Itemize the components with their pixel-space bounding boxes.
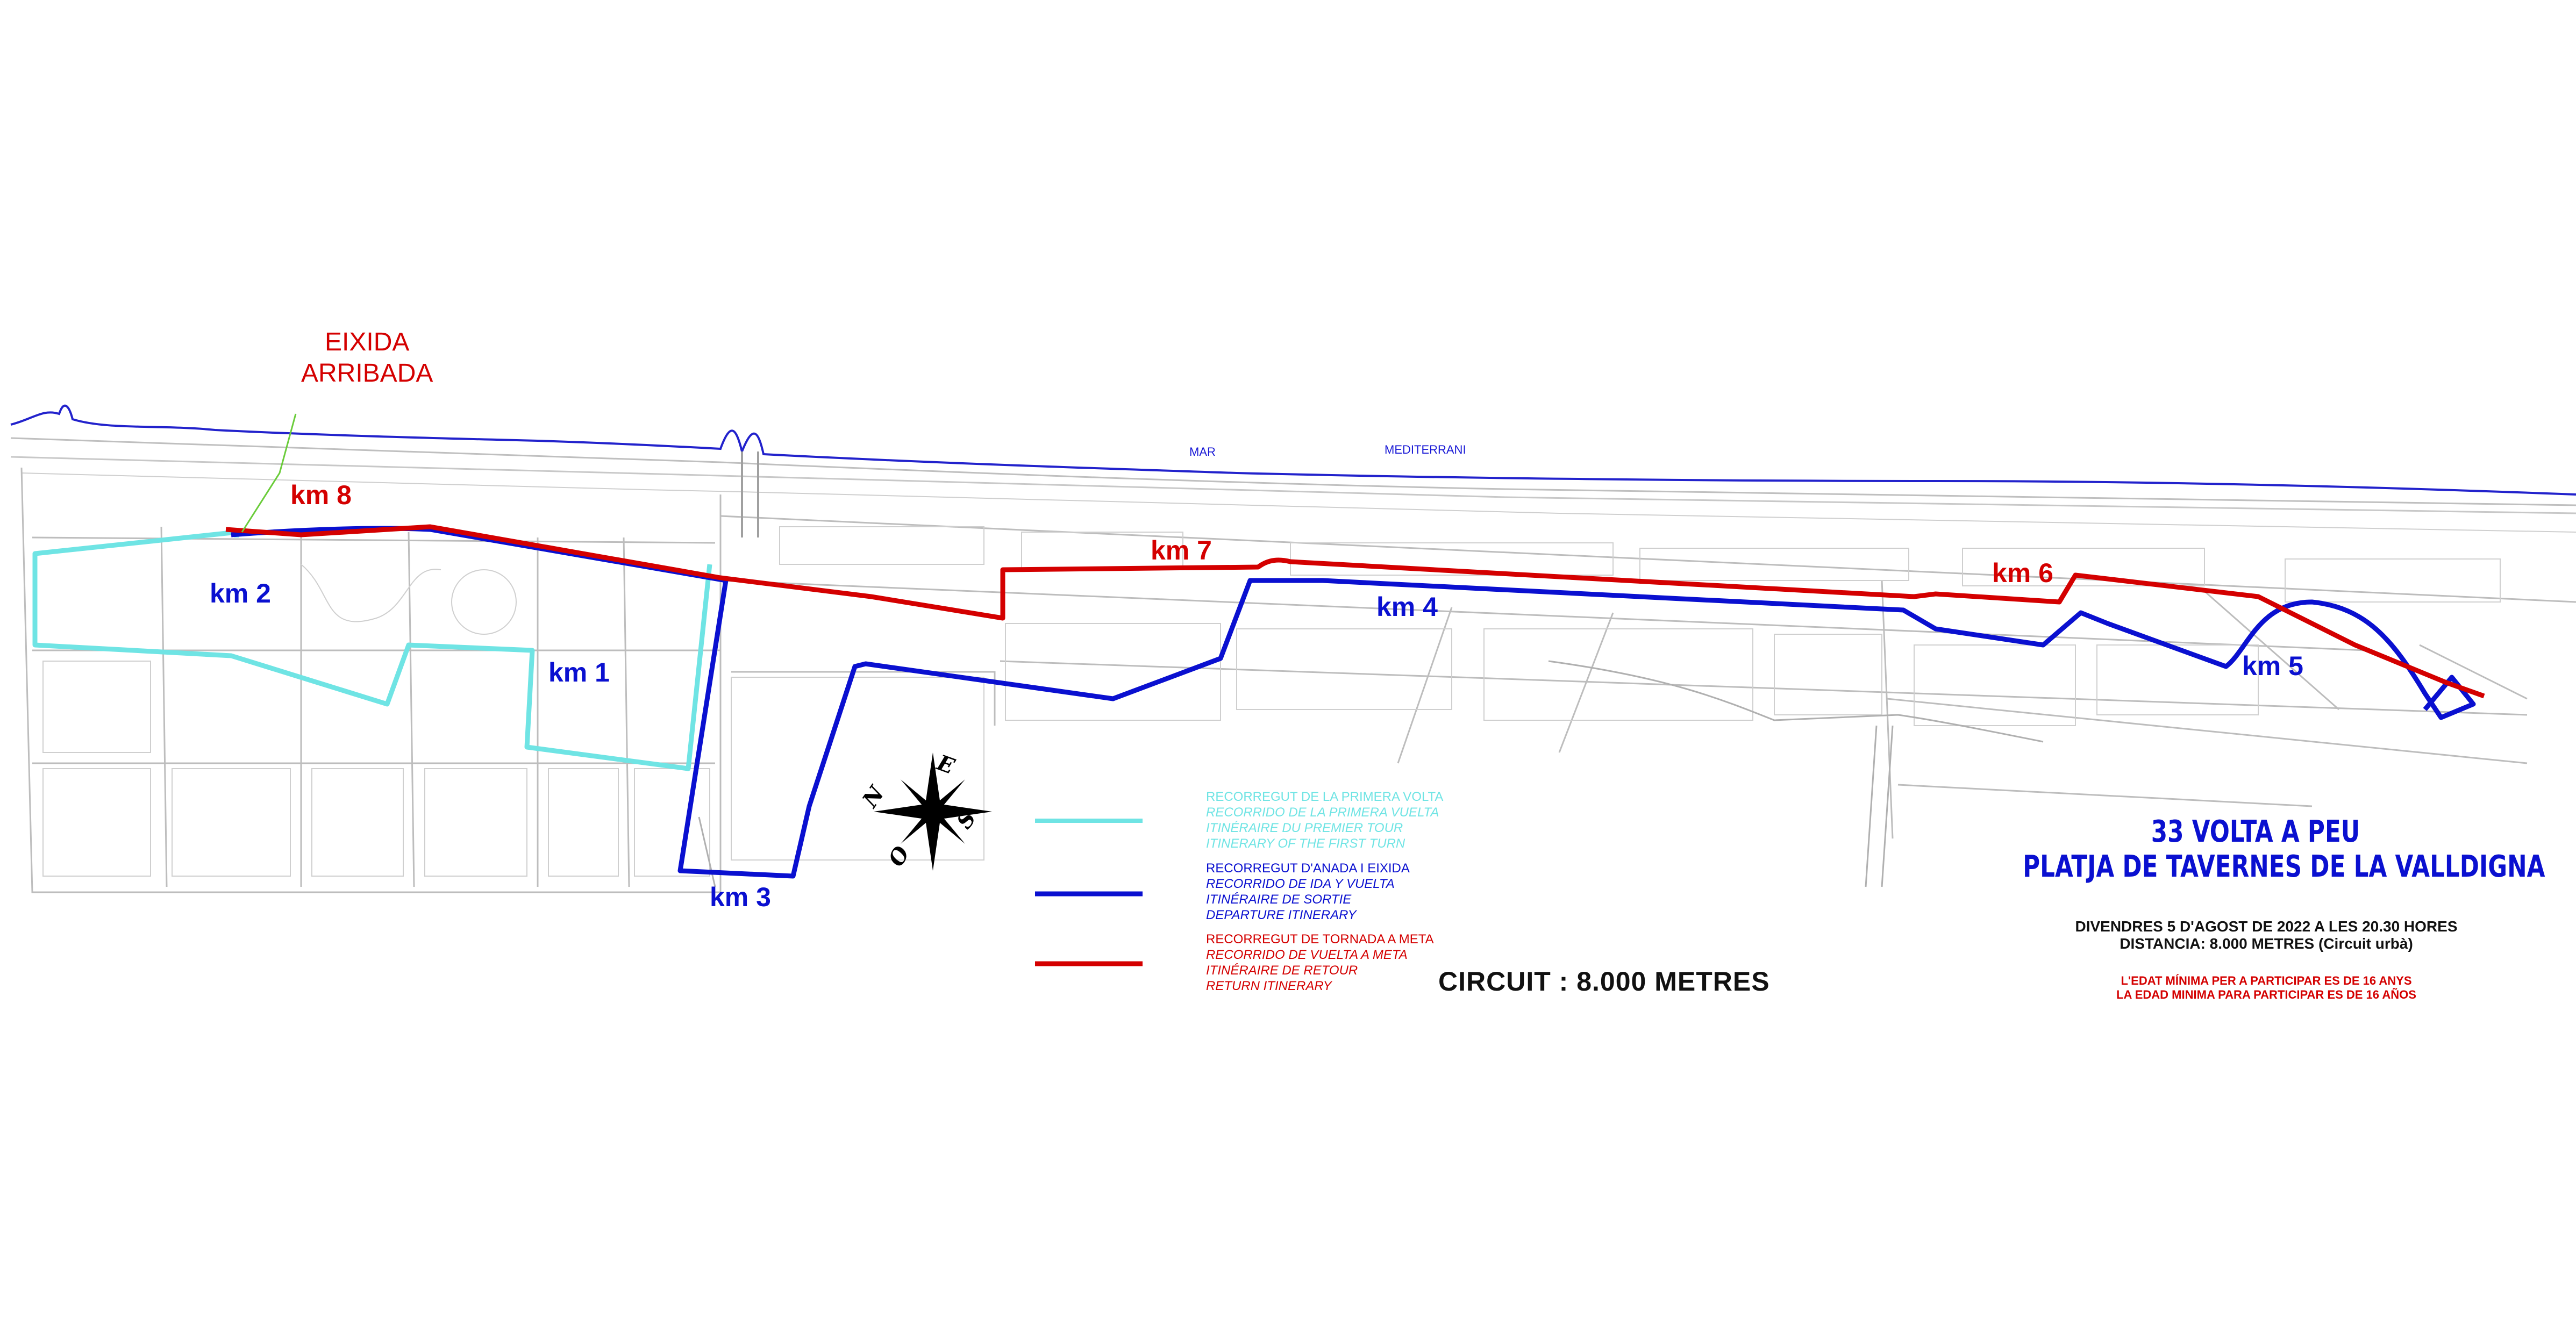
- route-first-turn: [32, 529, 712, 771]
- pier: [741, 451, 759, 537]
- start-finish-label: EIXIDA ARRIBADA: [301, 327, 433, 389]
- km-marker: km 5: [2242, 651, 2303, 681]
- legend-text: RECORREGUT DE LA PRIMERA VOLTA: [1206, 790, 1444, 804]
- beach-line: [10, 437, 2576, 506]
- compass-north-label: N: [857, 781, 890, 813]
- route-return: [225, 524, 2485, 699]
- beach-line: [10, 456, 2576, 514]
- compass-east-label: E: [933, 750, 958, 779]
- beach-line: [21, 472, 2576, 533]
- age-note-valencian: L'EDAT MÍNIMA PER A PARTICIPAR ES DE 16 …: [2121, 974, 2412, 987]
- legend-text: ITINÉRAIRE DE RETOUR: [1206, 963, 1358, 978]
- km-marker: km 8: [290, 480, 352, 510]
- event-subtitle: PLATJA DE TAVERNES DE LA VALLDIGNA: [2023, 849, 2545, 884]
- rail-corridor: [698, 660, 2044, 887]
- legend-text: RECORREGUT D'ANADA I EIXIDA: [1206, 861, 1410, 876]
- legend-text: DEPARTURE ITINERARY: [1206, 908, 1357, 922]
- age-note-spanish: LA EDAD MINIMA PARA PARTICIPAR ES DE 16 …: [2116, 988, 2416, 1001]
- coastline: [10, 404, 2576, 496]
- km-marker: km 3: [710, 882, 771, 912]
- legend-text: RECORRIDO DE VUELTA A META: [1206, 948, 1408, 962]
- km-marker: km 7: [1151, 535, 1212, 565]
- event-title: 33 VOLTA A PEU: [2151, 814, 2360, 849]
- km-marker: km 4: [1376, 592, 1438, 622]
- event-info: DIVENDRES 5 D'AGOST DE 2022 A LES 20.30 …: [1957, 918, 2575, 952]
- circuit-distance: CIRCUIT : 8.000 METRES: [1438, 966, 1770, 997]
- legend-text: ITINÉRAIRE DU PREMIER TOUR: [1206, 821, 1403, 835]
- km-marker: km 1: [548, 657, 610, 687]
- event-distance: DISTANCIA: 8.000 METRES (Circuit urbà): [2120, 935, 2413, 952]
- legend-text: ITINÉRAIRE DE SORTIE: [1206, 892, 1352, 907]
- legend-return: RECORREGUT DE TORNADA A META RECORRIDO D…: [1206, 931, 1434, 994]
- route-departure: [231, 526, 2476, 879]
- legend-text: ITINERARY OF THE FIRST TURN: [1206, 836, 1405, 851]
- legend-departure: RECORREGUT D'ANADA I EIXIDA RECORRIDO DE…: [1206, 861, 1410, 923]
- km-marker: km 2: [210, 578, 271, 608]
- sea-label-mediterrani: MEDITERRANI: [1385, 443, 1466, 456]
- legend-text: RETURN ITINERARY: [1206, 979, 1332, 993]
- compass-rose: [874, 752, 992, 871]
- legend-text: RECORRIDO DE IDA Y VUELTA: [1206, 877, 1395, 891]
- start-label: EIXIDA: [325, 328, 410, 356]
- compass-west-label: O: [883, 842, 915, 871]
- age-requirements: L'EDAT MÍNIMA PER A PARTICIPAR ES DE 16 …: [1957, 974, 2575, 1002]
- sea-label-mar: MAR: [1189, 445, 1216, 458]
- urban-area: [20, 467, 2576, 893]
- legend-text: RECORRIDO DE LA PRIMERA VUELTA: [1206, 805, 1439, 820]
- event-title-block: 33 VOLTA A PEU PLATJA DE TAVERNES DE LA …: [1957, 814, 2554, 884]
- legend-first-turn: RECORREGUT DE LA PRIMERA VOLTA RECORRIDO…: [1206, 789, 1443, 851]
- km-marker: km 6: [1992, 558, 2053, 588]
- legend-text: RECORREGUT DE TORNADA A META: [1206, 932, 1434, 947]
- event-date: DIVENDRES 5 D'AGOST DE 2022 A LES 20.30 …: [2075, 918, 2458, 935]
- finish-label: ARRIBADA: [301, 359, 433, 388]
- start-marker: [241, 413, 297, 533]
